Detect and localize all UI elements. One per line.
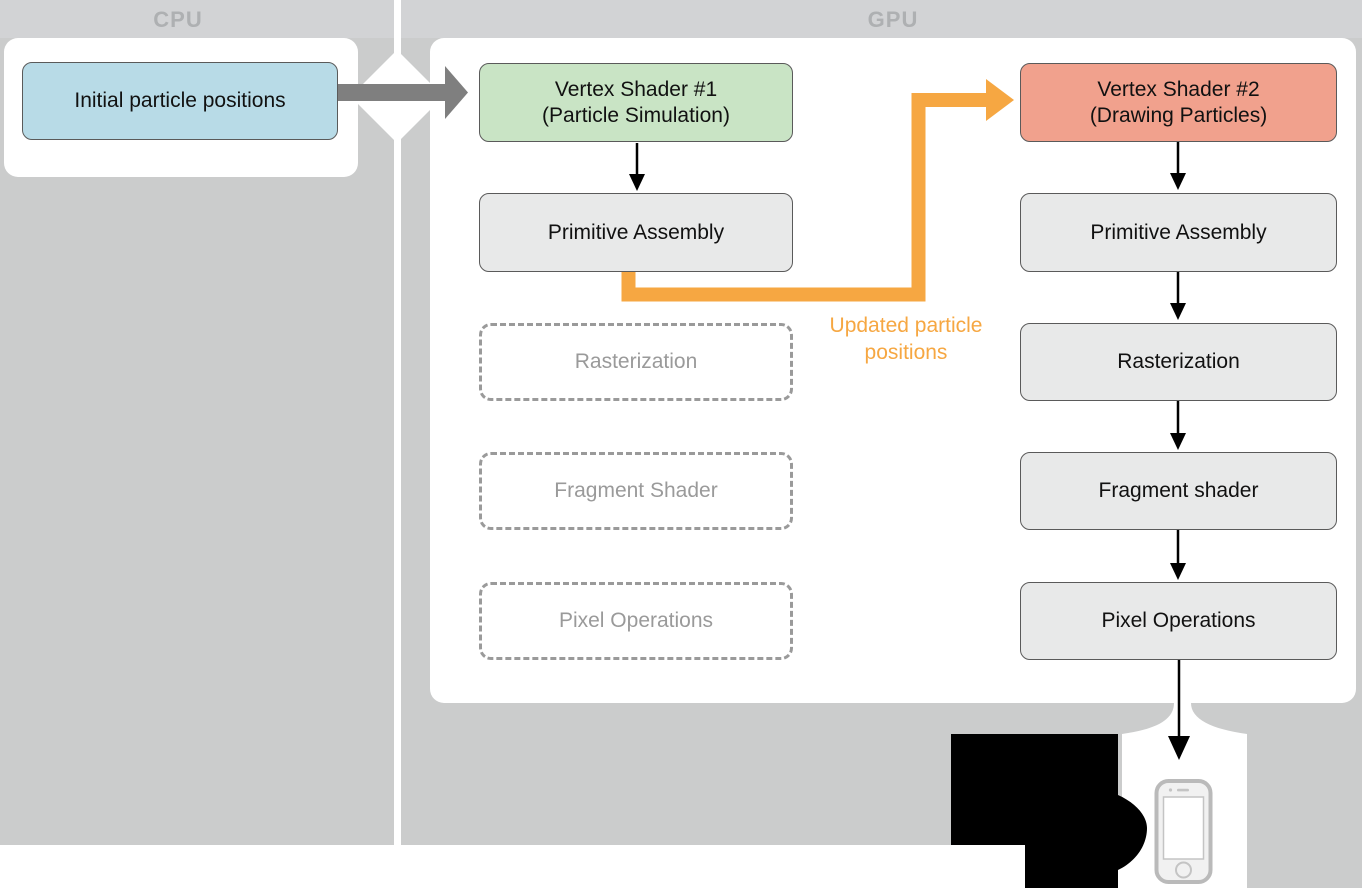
fragment-shader-1-box: Fragment Shader [479,452,793,530]
fragment-shader-2-box: Fragment shader [1020,452,1337,530]
smartphone-icon [1154,779,1213,884]
gpu-header-band [401,0,1362,38]
phone-speaker-slot [1177,788,1189,792]
pixel-operations-2-box: Pixel Operations [1020,582,1337,660]
fragment-shader-1-label: Fragment Shader [554,479,718,502]
primitive-assembly-2-label: Primitive Assembly [1090,220,1267,244]
fragment-shader-2-label: Fragment shader [1098,479,1259,502]
initial-particle-positions-box: Initial particle positions [22,62,338,140]
vertex-shader-2-title: Vertex Shader #2 [1097,77,1260,101]
vertex-shader-2-subtitle: (Drawing Particles) [1089,103,1268,127]
vertex-shader-1-subtitle: (Particle Simulation) [542,103,730,127]
vertex-shader-2-box: Vertex Shader #2 (Drawing Particles) [1020,63,1337,142]
updated-particle-positions-annotation: Updated particle positions [800,312,1012,366]
rasterization-2-label: Rasterization [1117,350,1240,373]
vertex-shader-1-box: Vertex Shader #1 (Particle Simulation) [479,63,793,142]
rasterization-1-label: Rasterization [574,350,698,373]
annotation-line-2: positions [864,341,948,364]
phone-camera-dot [1168,788,1173,792]
vertex-shader-1-title: Vertex Shader #1 [554,77,718,101]
primitive-assembly-1-box: Primitive Assembly [479,193,793,272]
rasterization-1-box: Rasterization [479,323,793,401]
initial-particle-positions-label: Initial particle positions [74,89,286,112]
cpu-to-gpu-arrow [338,66,468,119]
annotation-line-1: Updated particle [829,314,983,337]
phone-home-button [1175,861,1192,879]
pixel-operations-1-box: Pixel Operations [479,582,793,660]
primitive-assembly-2-box: Primitive Assembly [1020,193,1337,272]
black-silhouette-shape [951,734,1147,888]
gpu-region-label: GPU [867,7,919,32]
cpu-header-band [0,0,394,38]
gpu-region-extension [1247,845,1362,888]
pixel-operations-2-label: Pixel Operations [1101,609,1256,632]
primitive-assembly-1-label: Primitive Assembly [547,220,725,244]
flow-arrowheads [629,173,1190,760]
cpu-region-label: CPU [153,7,203,32]
feedback-arrow [621,79,1014,302]
pixel-operations-1-label: Pixel Operations [558,609,714,632]
rasterization-2-box: Rasterization [1020,323,1337,401]
flow-arrows [635,142,1181,738]
